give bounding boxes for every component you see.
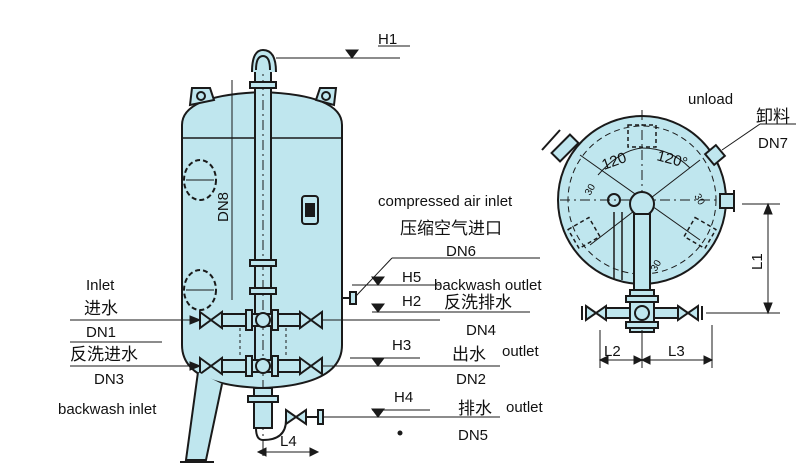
drain-valve xyxy=(285,408,307,426)
angle-label-3: 30 xyxy=(583,182,598,198)
sight-glass xyxy=(301,195,319,225)
label-dn2: DN2 xyxy=(456,371,486,388)
dim-h4: H4 xyxy=(394,389,413,406)
manhole-upper xyxy=(183,159,217,201)
label-dn1: DN1 xyxy=(86,324,116,341)
dim-l3: L3 xyxy=(668,343,685,360)
label-dn3: DN3 xyxy=(94,371,124,388)
label-inlet-cn: 进水 xyxy=(84,299,118,319)
left-labels: H1 DN8 compressed air inlet 压缩空气进口 DN6 H… xyxy=(58,31,544,450)
label-backwash-inlet-en: backwash inlet xyxy=(58,401,157,418)
lifting-lug-right xyxy=(314,87,338,107)
dim-dn8: DN8 xyxy=(215,192,232,222)
label-drain-cn: 排水 xyxy=(458,399,492,419)
label-unload-en: unload xyxy=(688,91,733,108)
dim-h5: H5 xyxy=(402,269,421,286)
lifting-lug-left xyxy=(188,87,216,107)
dim-h2: H2 xyxy=(402,293,421,310)
dim-l1: L1 xyxy=(749,253,766,270)
label-dn5: DN5 xyxy=(458,427,488,444)
label-inlet-en: Inlet xyxy=(86,277,115,294)
vessel-top-view xyxy=(541,110,735,333)
label-backwash-inlet-cn: 反洗进水 xyxy=(70,345,138,365)
valve-row-outlet xyxy=(199,355,323,377)
vessel-side-view xyxy=(180,48,357,463)
angle-label-4: 30 xyxy=(691,192,706,208)
label-outlet-cn: 出水 xyxy=(452,345,486,365)
label-dn4: DN4 xyxy=(466,322,496,339)
label-dn7: DN7 xyxy=(758,135,788,152)
support-leg xyxy=(184,371,223,461)
label-drain-en: outlet xyxy=(506,399,544,416)
label-dn6: DN6 xyxy=(446,243,476,260)
label-compressed-air-cn: 压缩空气进口 xyxy=(400,219,502,239)
label-compressed-air-en: compressed air inlet xyxy=(378,193,513,210)
manhole-lower xyxy=(183,269,217,311)
label-outlet-en: outlet xyxy=(502,343,540,360)
angle-label-5: 30 xyxy=(649,258,664,274)
right-labels: unload 卸料 DN7 L1 L2 L3 120 120° 30 30 30 xyxy=(583,91,790,360)
dim-h1: H1 xyxy=(378,31,397,48)
dim-l2: L2 xyxy=(604,343,621,360)
dim-h3: H3 xyxy=(392,337,411,354)
valve-row-inlet xyxy=(199,309,323,331)
label-backwash-outlet-cn: 反洗排水 xyxy=(444,293,512,313)
dim-l4: L4 xyxy=(280,433,297,450)
label-backwash-outlet-en: backwash outlet xyxy=(434,277,542,294)
label-unload-cn: 卸料 xyxy=(756,107,790,127)
